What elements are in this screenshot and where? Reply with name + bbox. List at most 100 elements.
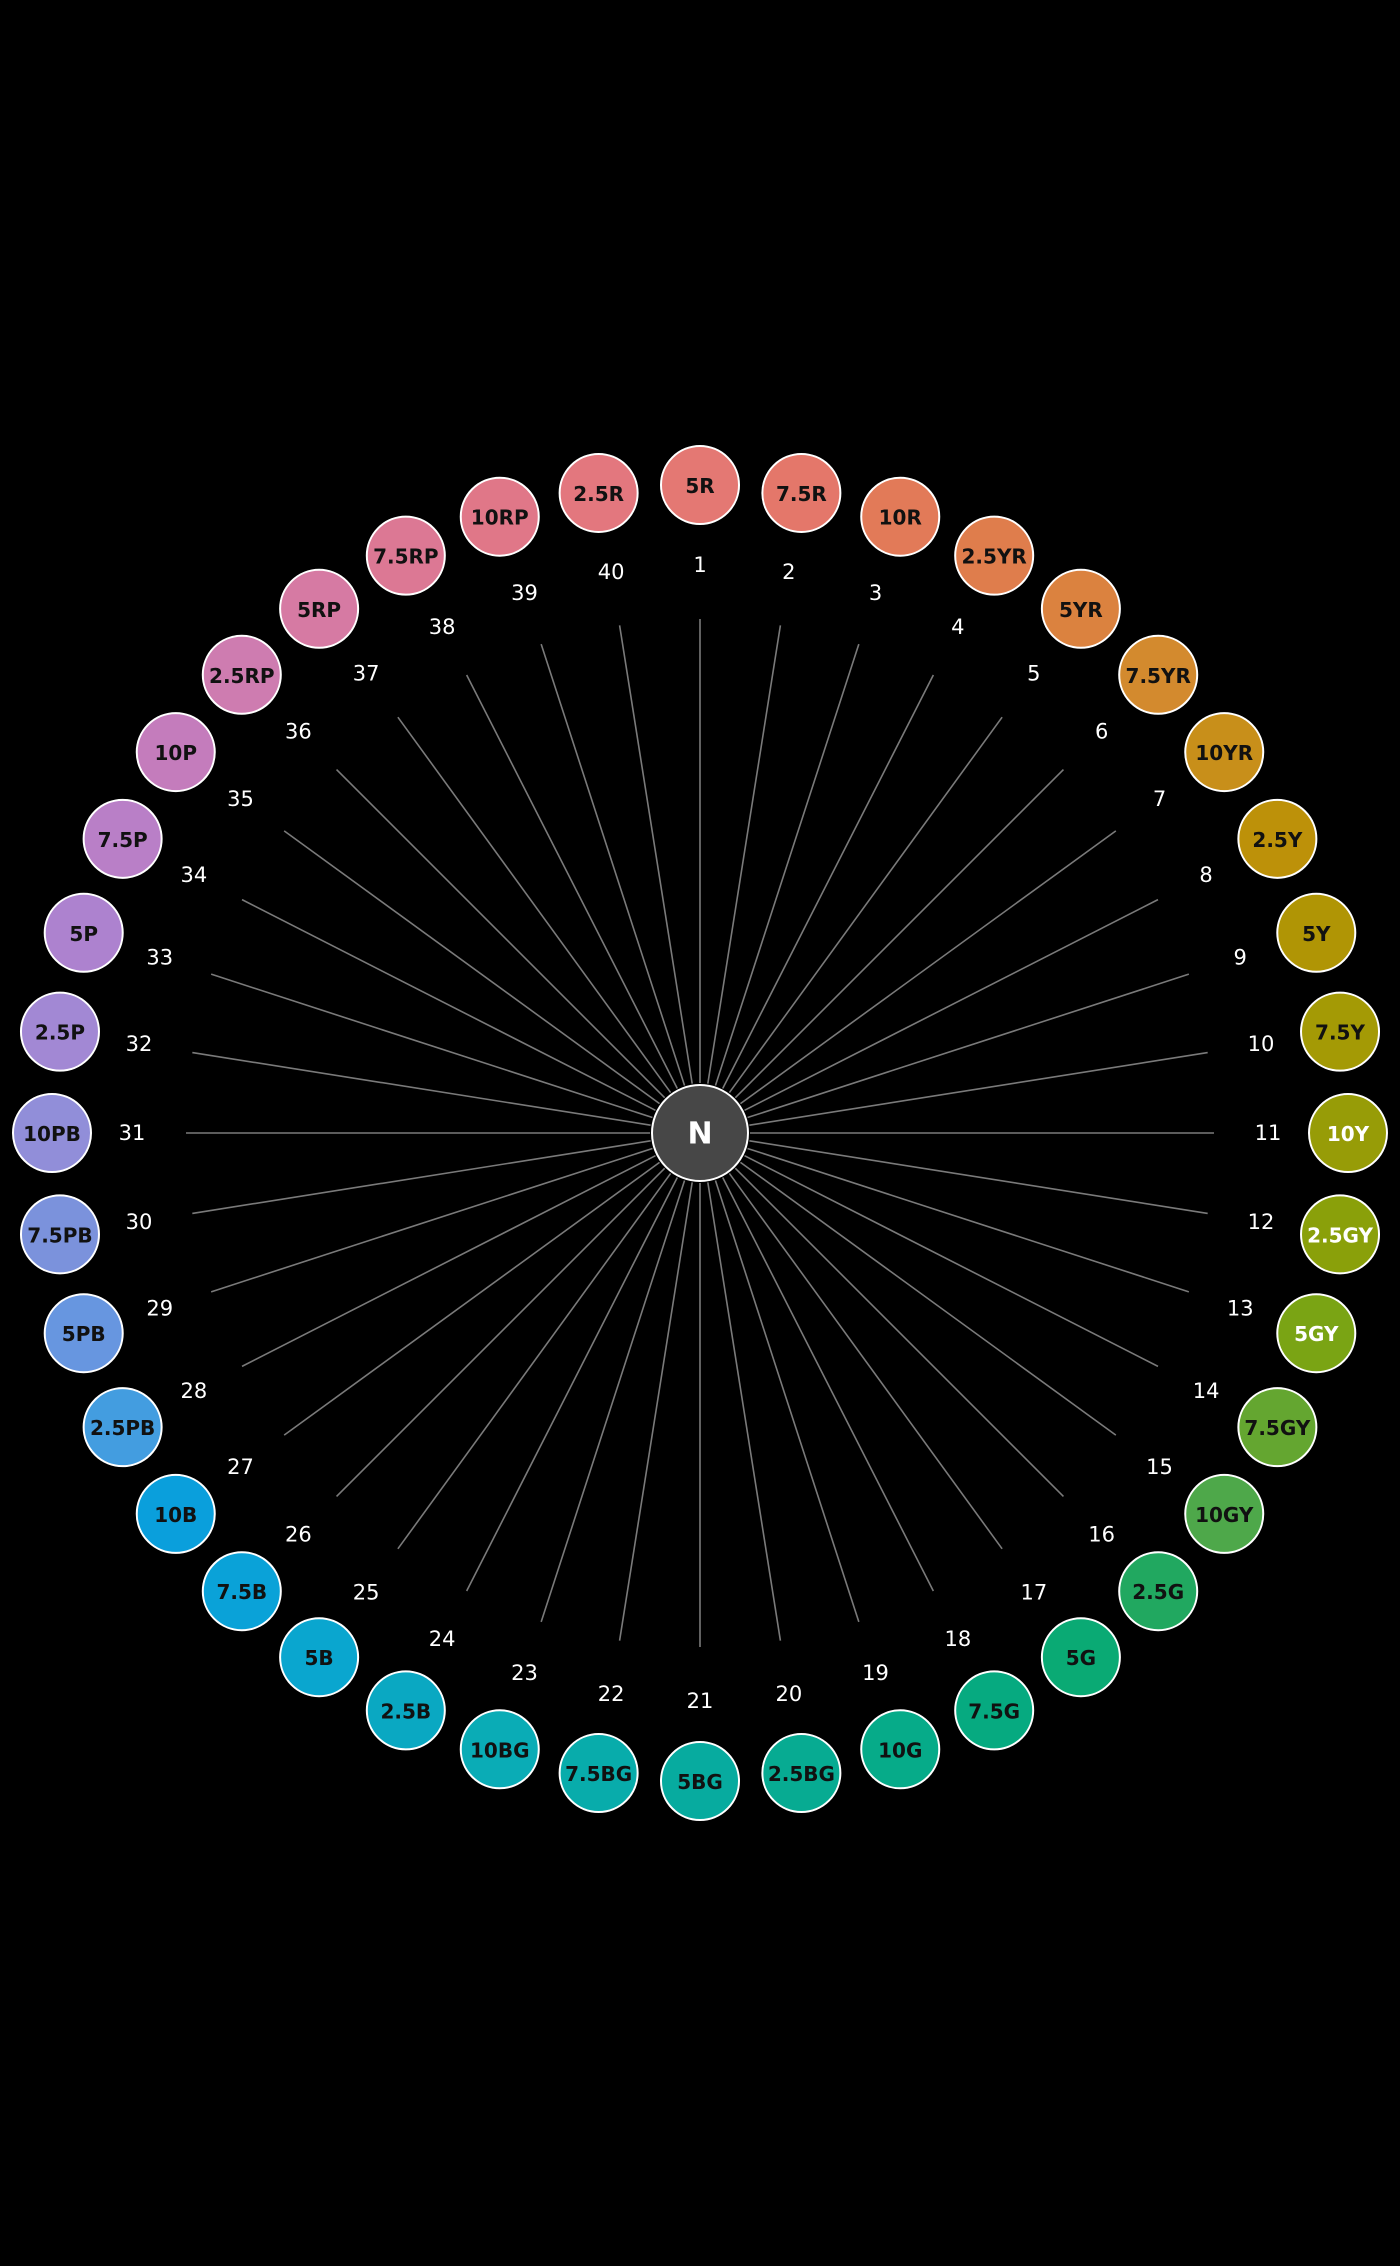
hue-chip: 5GY xyxy=(1276,1293,1357,1374)
hue-label: 2.5RP xyxy=(209,664,275,688)
hue-label: 5RP xyxy=(297,598,341,622)
hue-number: 40 xyxy=(598,560,625,584)
hue-label: 5P xyxy=(69,922,98,946)
spoke-line xyxy=(335,1167,666,1498)
hue-chip: 2.5YR xyxy=(954,515,1035,596)
hue-circle xyxy=(1300,1194,1381,1275)
spoke-line xyxy=(707,1182,782,1641)
hue-circle xyxy=(1300,991,1381,1072)
hue-number: 22 xyxy=(598,1682,625,1706)
spoke-line xyxy=(714,1180,860,1623)
hue-circle xyxy=(761,452,842,533)
hue-chip: 10GY xyxy=(1184,1473,1265,1554)
hue-circle xyxy=(1118,634,1199,715)
hue-circle xyxy=(860,1709,941,1790)
hue-label: 5GY xyxy=(1294,1322,1339,1346)
hue-chip: 7.5P xyxy=(82,798,163,879)
hue-chip: 7.5GY xyxy=(1237,1387,1318,1468)
hue-circle xyxy=(860,476,941,557)
hue-circle xyxy=(1308,1093,1388,1173)
hue-number: 27 xyxy=(227,1455,254,1479)
hue-chip: 5BG xyxy=(660,1741,740,1821)
hue-circle xyxy=(1184,712,1265,793)
hue-label: 10P xyxy=(155,741,198,765)
hue-label: 2.5BG xyxy=(768,1762,835,1786)
hue-chip: 5G xyxy=(1040,1617,1121,1698)
hue-label: 5PB xyxy=(62,1322,106,1346)
hue-chip: 5PB xyxy=(43,1293,124,1374)
hue-circle xyxy=(279,568,360,649)
hue-circle xyxy=(201,1551,282,1632)
spoke-line xyxy=(739,830,1117,1105)
hue-number: 37 xyxy=(353,661,380,685)
hue-chip: 7.5G xyxy=(954,1670,1035,1751)
spoke-line xyxy=(335,768,666,1099)
hue-number: 12 xyxy=(1248,1210,1275,1234)
spoke-line xyxy=(192,1051,651,1126)
hue-label: 7.5Y xyxy=(1315,1021,1365,1045)
hue-label: 7.5P xyxy=(98,828,148,852)
hue-circle xyxy=(459,1709,540,1790)
hue-label: 7.5R xyxy=(776,482,827,506)
center-label: N xyxy=(687,1117,712,1152)
spoke-line xyxy=(747,973,1190,1119)
hue-chip: 7.5B xyxy=(201,1551,282,1632)
hue-chip: 7.5PB xyxy=(19,1194,100,1275)
hue-circle xyxy=(19,1194,100,1275)
spoke-line xyxy=(728,1172,1003,1550)
hue-circle xyxy=(135,1473,216,1554)
hue-label: 10GY xyxy=(1195,1503,1254,1527)
hue-label: 2.5G xyxy=(1132,1580,1184,1604)
hue-circle xyxy=(365,515,446,596)
hue-number: 3 xyxy=(869,581,882,605)
hue-chip: 10Y xyxy=(1308,1093,1388,1173)
hue-chip: 5B xyxy=(279,1617,360,1698)
hue-label: 2.5R xyxy=(573,482,624,506)
spoke-line xyxy=(707,625,782,1084)
hue-label: 2.5B xyxy=(380,1699,431,1723)
hue-label: 5B xyxy=(305,1646,334,1670)
hue-circle xyxy=(82,1387,163,1468)
hue-number: 5 xyxy=(1027,661,1040,685)
hue-circle xyxy=(82,798,163,879)
spoke-line xyxy=(283,830,661,1105)
hue-label: 5BG xyxy=(677,1770,723,1794)
spoke-line xyxy=(714,643,860,1086)
hue-chip: 10G xyxy=(860,1709,941,1790)
hue-circle xyxy=(201,634,282,715)
spoke-line xyxy=(744,1154,1159,1368)
hue-chip: 2.5R xyxy=(558,452,639,533)
spoke-line xyxy=(540,1180,686,1623)
hue-label: 2.5YR xyxy=(962,545,1027,569)
spoke-line xyxy=(734,1167,1065,1498)
hue-chip: 10P xyxy=(135,712,216,793)
hue-number: 8 xyxy=(1199,863,1212,887)
hue-chip: 2.5GY xyxy=(1300,1194,1381,1275)
hue-chip: 2.5PB xyxy=(82,1387,163,1468)
hue-chip: 5Y xyxy=(1276,892,1357,973)
hue-circle xyxy=(954,515,1035,596)
spoke-line xyxy=(749,1140,1208,1215)
hue-label: 7.5B xyxy=(216,1580,267,1604)
hue-number: 9 xyxy=(1234,945,1247,969)
hue-number: 24 xyxy=(429,1627,456,1651)
spoke-line xyxy=(739,1161,1117,1436)
hue-number: 25 xyxy=(353,1581,380,1605)
hue-chip: 2.5RP xyxy=(201,634,282,715)
hue-label: 7.5RP xyxy=(373,545,439,569)
spoke-line xyxy=(618,1182,693,1641)
hue-number: 23 xyxy=(511,1661,538,1685)
hue-chip: 10R xyxy=(860,476,941,557)
hue-label: 10B xyxy=(154,1503,197,1527)
hue-label: 10G xyxy=(878,1738,922,1762)
hue-number: 7 xyxy=(1153,787,1166,811)
hue-label: 2.5P xyxy=(35,1021,85,1045)
hue-label: 5Y xyxy=(1302,922,1331,946)
spoke-line xyxy=(744,898,1159,1112)
hue-label: 2.5Y xyxy=(1252,828,1302,852)
spoke-line xyxy=(241,898,656,1112)
hue-number: 13 xyxy=(1227,1297,1254,1321)
spoke-line xyxy=(210,973,653,1119)
hue-circle xyxy=(558,452,639,533)
hue-label: 7.5BG xyxy=(565,1762,632,1786)
